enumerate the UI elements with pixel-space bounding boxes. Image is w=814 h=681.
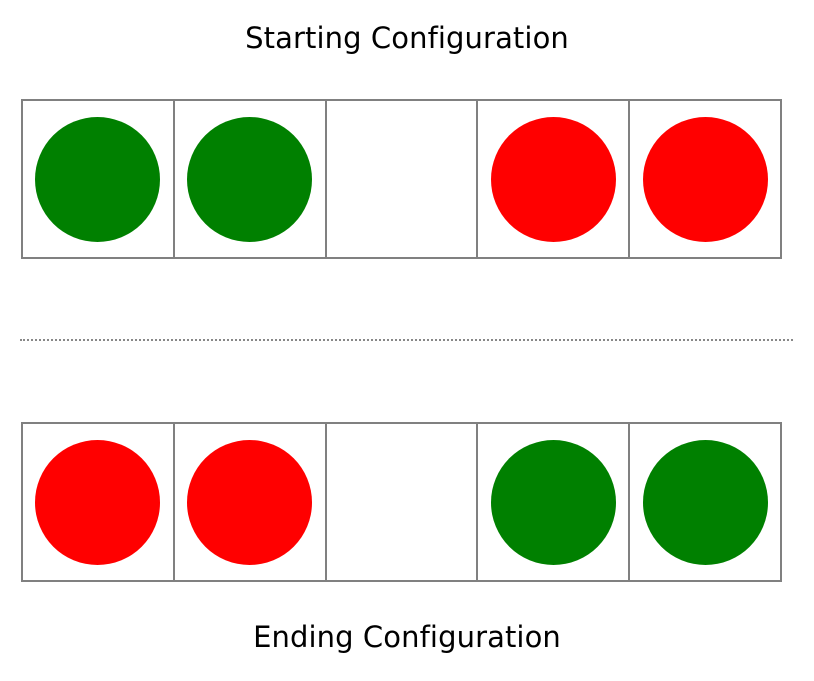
end-cell-4[interactable] <box>478 424 631 580</box>
end-cell-1[interactable] <box>23 424 175 580</box>
ending-configuration-row <box>21 422 782 582</box>
end-cell-5[interactable] <box>630 424 780 580</box>
end-cell-2[interactable] <box>174 424 327 580</box>
start-cell-4[interactable] <box>478 101 631 257</box>
starting-configuration-row <box>21 99 782 259</box>
start-cell-2[interactable] <box>174 101 327 257</box>
start-green-token-1 <box>35 116 161 242</box>
end-red-token-2 <box>187 439 313 565</box>
start-cell-1[interactable] <box>23 101 175 257</box>
start-cell-3[interactable] <box>326 101 479 257</box>
end-green-token-5 <box>642 439 768 565</box>
starting-configuration-title: Starting Configuration <box>245 21 569 55</box>
start-red-token-4 <box>490 116 616 242</box>
end-green-token-4 <box>490 439 616 565</box>
section-divider <box>20 339 793 341</box>
end-cell-3[interactable] <box>326 424 479 580</box>
ending-configuration-title: Ending Configuration <box>253 620 561 654</box>
end-red-token-1 <box>35 439 161 565</box>
start-green-token-2 <box>187 116 313 242</box>
start-cell-5[interactable] <box>630 101 780 257</box>
start-red-token-5 <box>642 116 768 242</box>
